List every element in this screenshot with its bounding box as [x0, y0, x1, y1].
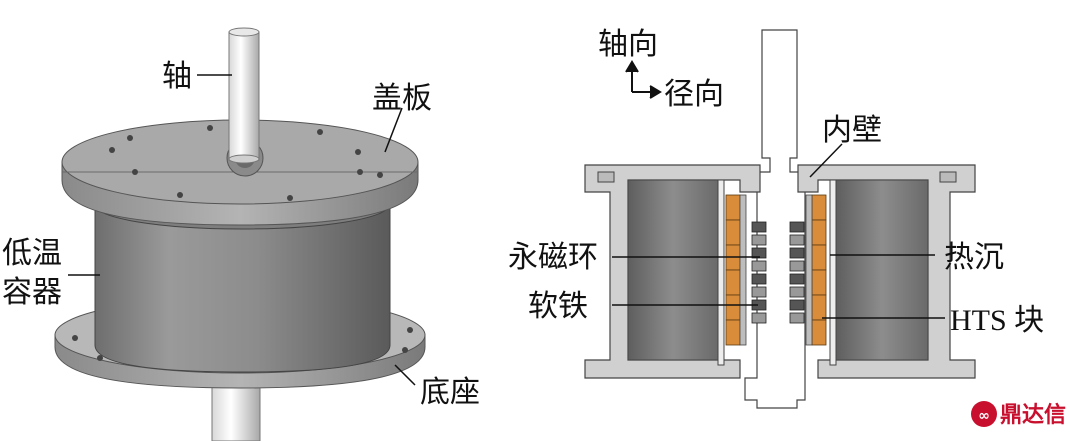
right-leaders [612, 143, 945, 319]
magnet-stack-right [789, 221, 805, 324]
label-hts-block: HTS 块 [950, 304, 1044, 337]
shaft [228, 27, 260, 164]
hts-blocks-right [805, 194, 827, 346]
label-shaft: 轴 [162, 59, 192, 94]
section-shaft [744, 29, 806, 409]
watermark-text: 鼎达信 [1000, 402, 1066, 428]
svg-text:∞: ∞ [978, 408, 990, 424]
housing-right [797, 164, 976, 379]
label-radial: 径向 [664, 77, 724, 112]
label-base: 底座 [420, 375, 480, 410]
label-cryostat-line2: 容器 [2, 275, 62, 310]
label-axial: 轴向 [598, 27, 658, 62]
left-leaders [68, 74, 416, 386]
label-magnet-ring: 永磁环 [508, 240, 598, 275]
label-inner-wall: 内壁 [822, 113, 882, 148]
lower-shaft [211, 377, 261, 441]
hts-blocks-left [725, 194, 747, 346]
left-3d-view: 轴 盖板 低温 容器 底座 [2, 27, 480, 441]
label-cryostat-line1: 低温 [2, 236, 62, 271]
magnet-stack-left [751, 221, 767, 324]
label-heat-sink: 热沉 [944, 240, 1004, 275]
watermark: ∞ 鼎达信 [971, 401, 1066, 428]
label-cover: 盖板 [372, 81, 432, 116]
direction-indicator [625, 60, 662, 99]
label-soft-iron: 软铁 [528, 289, 588, 324]
right-section-view: 轴向 径向 内壁 永磁环 热沉 软铁 HTS 块 [508, 27, 1044, 409]
watermark-logo-icon [971, 401, 997, 427]
housing-left [584, 164, 761, 379]
